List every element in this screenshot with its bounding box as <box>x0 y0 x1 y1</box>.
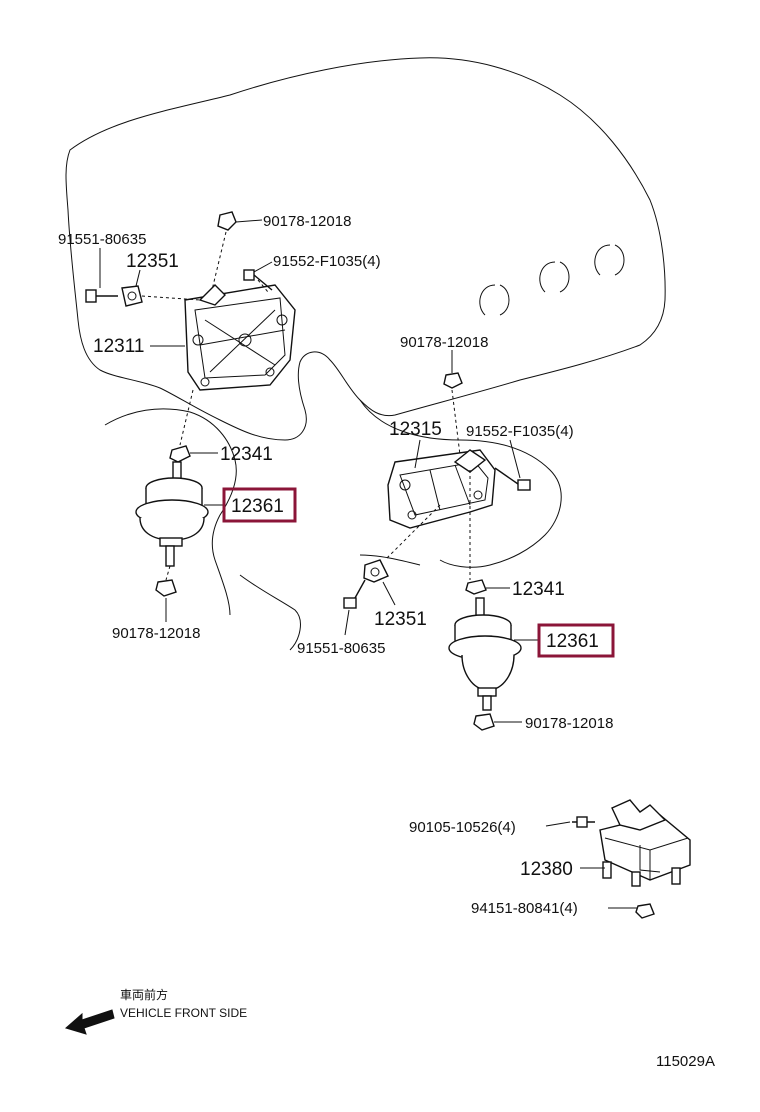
stopper-12351-right <box>363 559 389 583</box>
label-12361-left: 12361 <box>231 496 284 517</box>
bracket-12315 <box>387 449 496 529</box>
bolt-91552-left <box>243 269 273 291</box>
bolt-91551-right <box>343 579 366 609</box>
highlight-box-12361-left <box>222 487 297 523</box>
label-90178-right-bottom: 90178-12018 <box>525 715 613 732</box>
label-12311: 12311 <box>93 336 144 357</box>
label-12351-right: 12351 <box>374 609 427 630</box>
mount-12361-right <box>448 597 522 731</box>
nut-90178-right-top <box>443 372 463 389</box>
label-12341-left: 12341 <box>220 444 273 465</box>
label-90105: 90105-10526(4) <box>409 819 516 836</box>
nut-90178-left-top <box>217 211 237 231</box>
label-91552-left: 91552-F1035(4) <box>273 253 381 270</box>
nut-12341-right <box>465 579 487 595</box>
label-12380: 12380 <box>520 859 573 880</box>
leader-lines <box>99 219 637 909</box>
label-12361-right: 12361 <box>546 631 599 652</box>
label-91552-right: 91552-F1035(4) <box>466 423 574 440</box>
nut-12341-left <box>169 445 191 463</box>
figure-id: 115029A <box>656 1053 715 1070</box>
label-94151: 94151-80841(4) <box>471 900 578 917</box>
label-90178-left-bottom: 90178-12018 <box>112 625 200 642</box>
bolt-91552-right <box>494 467 531 491</box>
label-12351-left: 12351 <box>126 251 179 272</box>
highlight-box-12361-right <box>537 623 615 658</box>
label-12315: 12315 <box>389 419 442 440</box>
rear-mount-12380 <box>572 799 691 919</box>
label-90178-right-top: 90178-12018 <box>400 334 488 351</box>
mount-12361-left <box>135 461 209 597</box>
front-side-label-jp: 車両前方 <box>120 987 168 1002</box>
bolt-91551-left <box>85 289 118 303</box>
label-12341-right: 12341 <box>512 579 565 600</box>
stopper-12351-left <box>121 285 143 307</box>
vehicle-front-arrow-icon <box>64 1009 115 1035</box>
front-side-label-en: VEHICLE FRONT SIDE <box>120 1006 247 1020</box>
label-91551-right: 91551-80635 <box>297 640 385 657</box>
label-91551-left: 91551-80635 <box>58 231 146 248</box>
label-90178-left-top: 90178-12018 <box>263 213 351 230</box>
engine-outline <box>65 57 666 651</box>
bracket-12311 <box>184 284 296 391</box>
